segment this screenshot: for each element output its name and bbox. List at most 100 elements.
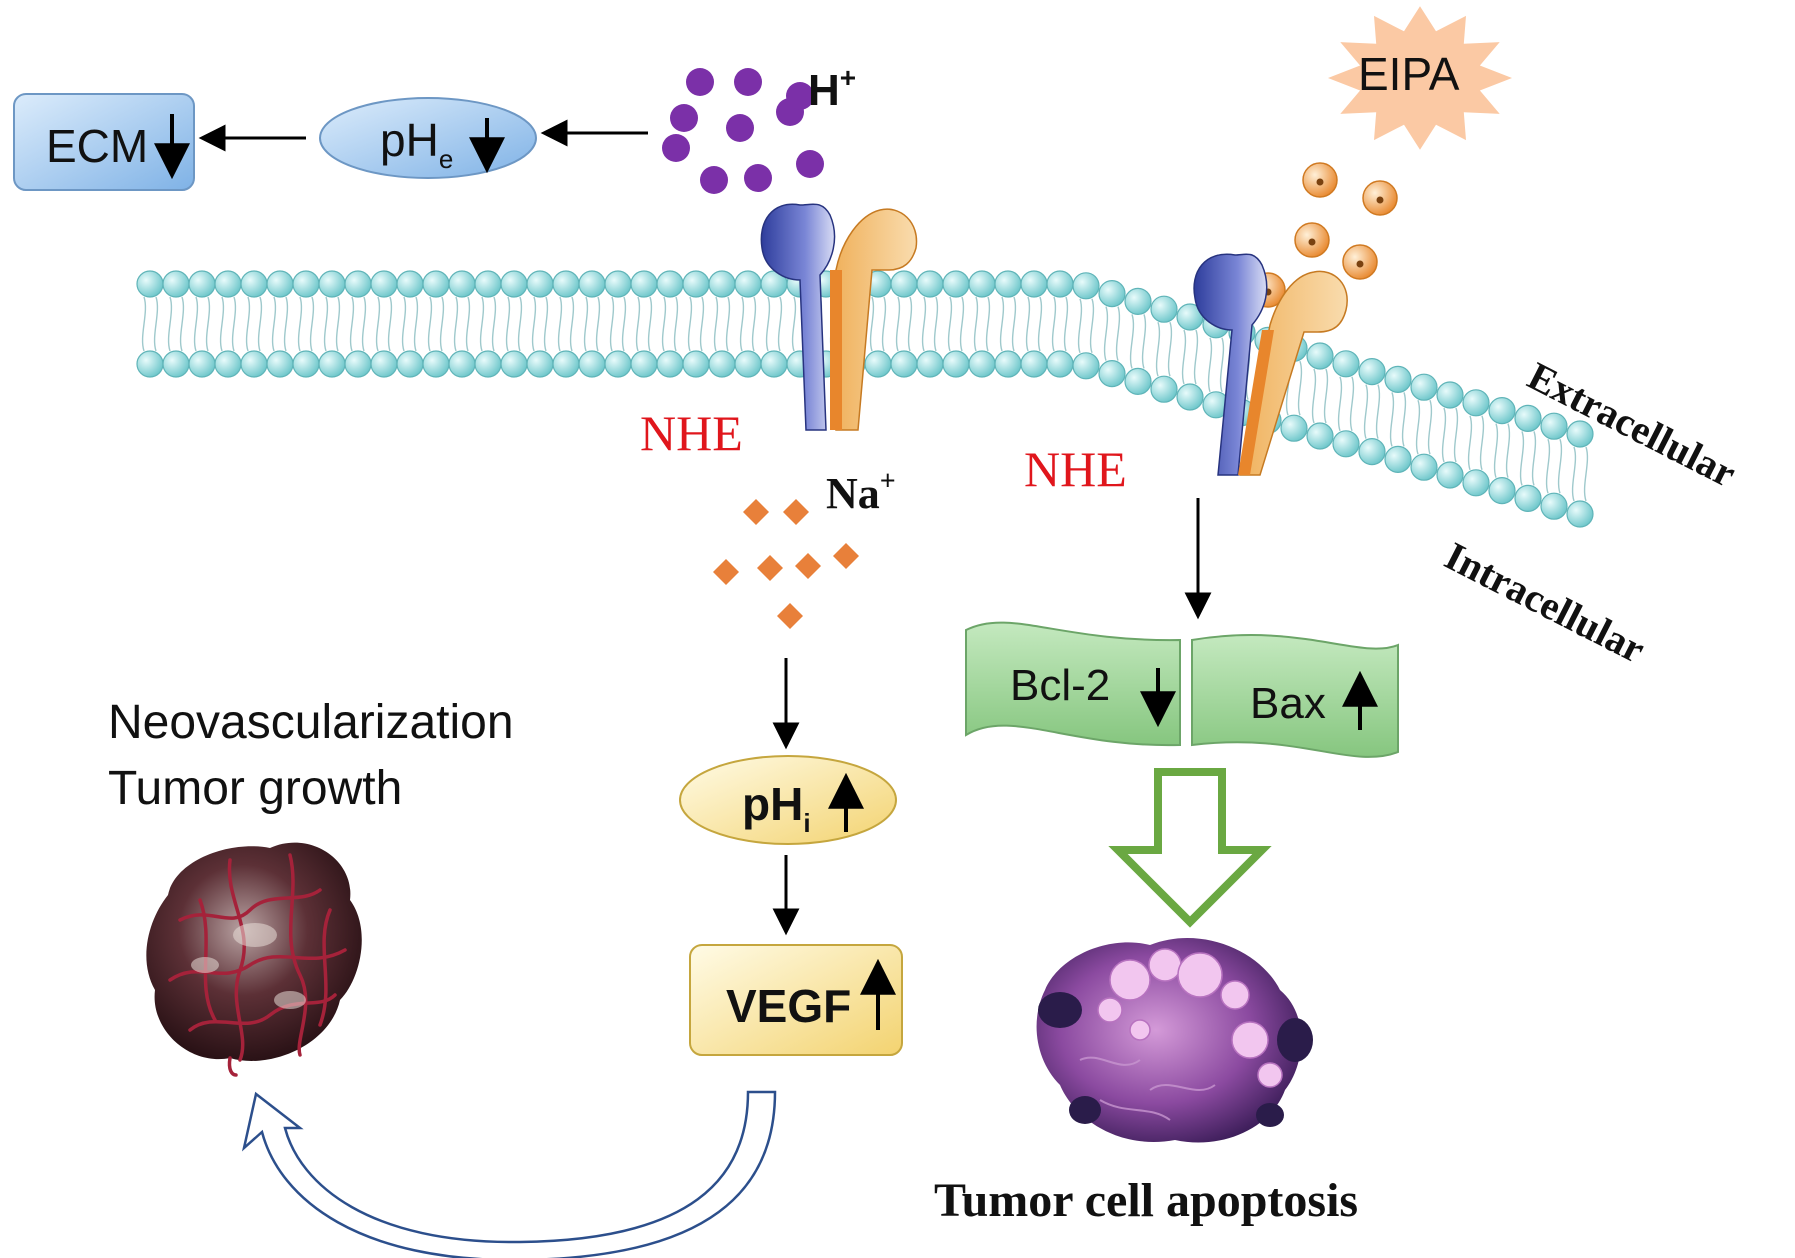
lipid-tail <box>387 296 393 352</box>
lipid-head-outer <box>1020 270 1048 298</box>
phi-label: pHi <box>742 778 811 838</box>
lipid-head-outer <box>604 270 632 298</box>
lipid-head-outer <box>188 270 216 298</box>
lipid-tail <box>1363 384 1369 439</box>
lipid-tail <box>985 296 991 352</box>
lipid-tail <box>999 296 1005 352</box>
lipid-head-outer <box>344 270 372 298</box>
lipid-tail <box>1077 298 1083 354</box>
lipid-head-outer <box>890 270 918 298</box>
lipid-head-outer <box>214 270 242 298</box>
sodium-diamond <box>783 499 809 525</box>
lipid-tail <box>1415 399 1421 455</box>
vascularized-tumor-image <box>146 842 362 1077</box>
lipid-head-inner <box>214 350 242 378</box>
lipid-tail <box>1323 368 1329 424</box>
lipid-head-outer <box>370 270 398 298</box>
lipid-head-inner <box>1566 500 1594 528</box>
lipid-head-outer <box>396 270 424 298</box>
lipid-head-inner <box>864 350 892 378</box>
vegf-label: VEGF <box>726 980 851 1032</box>
lipid-head-outer <box>500 270 528 298</box>
lipid-tail <box>141 296 147 352</box>
lipid-head-outer <box>162 270 190 298</box>
lipid-tail <box>1389 392 1395 447</box>
lipid-tail <box>479 296 485 352</box>
lipid-head-outer <box>422 270 450 298</box>
lipid-head-inner <box>1540 492 1568 520</box>
lipid-tail <box>179 296 185 352</box>
lipid-head-outer <box>1566 420 1594 448</box>
bax-label: Bax <box>1250 679 1326 728</box>
lipid-tail <box>661 296 667 352</box>
proton-dot <box>726 114 754 142</box>
lipid-tail <box>569 296 575 352</box>
lipid-tail <box>673 296 679 352</box>
ecm-label: ECM <box>46 120 148 172</box>
lipid-tail <box>401 296 407 352</box>
lipid-tail <box>1089 298 1095 354</box>
lipid-tail <box>1141 314 1147 369</box>
lipid-head-outer <box>1332 350 1360 378</box>
sodium-ion-cluster <box>713 499 859 629</box>
proton-cluster <box>662 68 824 194</box>
lipid-head-inner <box>994 350 1022 378</box>
lipid-tail <box>491 296 497 352</box>
lipid-tail <box>231 296 237 352</box>
lipid-tail <box>699 296 705 352</box>
lipid-head-inner <box>1306 422 1334 450</box>
lipid-tail <box>1583 446 1589 502</box>
lipid-tail <box>517 296 523 352</box>
lipid-tail <box>1519 431 1525 486</box>
lipid-head-outer <box>1514 404 1542 432</box>
lipid-tail <box>1311 368 1317 424</box>
lipid-head-outer <box>1124 287 1152 315</box>
eipa-molecule-core <box>1308 238 1316 246</box>
lipid-head-inner <box>1332 430 1360 458</box>
bax-banner: Bax <box>1191 634 1399 758</box>
lipid-tail <box>1545 438 1551 494</box>
lipid-tail <box>1115 306 1121 361</box>
lipid-head-inner <box>1280 414 1308 442</box>
lipid-head-inner <box>266 350 294 378</box>
lipid-head-inner <box>1020 350 1048 378</box>
sodium-label: Na+ <box>826 466 896 518</box>
lipid-tail <box>1349 376 1355 432</box>
lipid-tail <box>881 296 887 352</box>
lipid-tail <box>193 296 199 352</box>
lipid-head-inner <box>1124 367 1152 395</box>
lipid-head-outer <box>474 270 502 298</box>
bcl2-banner: Bcl-2 <box>965 621 1181 747</box>
lipid-head-inner <box>916 350 944 378</box>
lipid-tail <box>1207 337 1213 393</box>
eipa-molecule-core <box>1356 260 1364 268</box>
lipid-tail <box>1375 384 1381 439</box>
nhe-transporter-right <box>1193 253 1348 476</box>
lipid-head-inner <box>448 350 476 378</box>
lipid-head-outer <box>552 270 580 298</box>
lipid-head-inner <box>1072 352 1100 380</box>
lipid-head-outer <box>942 270 970 298</box>
lipid-head-outer <box>708 270 736 298</box>
lipid-tail <box>895 296 901 352</box>
lipid-head-inner <box>526 350 554 378</box>
lipid-head-inner <box>1046 350 1074 378</box>
lipid-tail <box>1401 392 1407 447</box>
lipid-tail <box>361 296 367 352</box>
lipid-head-inner <box>734 350 762 378</box>
lipid-head-inner <box>708 350 736 378</box>
lipid-head-inner <box>604 350 632 378</box>
lipid-head-inner <box>370 350 398 378</box>
lipid-head-inner <box>1384 445 1412 473</box>
ph-intracellular-ellipse: pHi <box>679 755 897 845</box>
lipid-tail <box>791 296 797 352</box>
lipid-tail <box>1181 329 1187 385</box>
lipid-tail <box>167 296 173 352</box>
lipid-head-inner <box>474 350 502 378</box>
lipid-head-inner <box>396 350 424 378</box>
lipid-head-inner <box>188 350 216 378</box>
lipid-head-outer <box>1462 389 1490 417</box>
lipid-head-inner <box>968 350 996 378</box>
lipid-tail <box>907 296 913 352</box>
lipid-tail <box>413 296 419 352</box>
